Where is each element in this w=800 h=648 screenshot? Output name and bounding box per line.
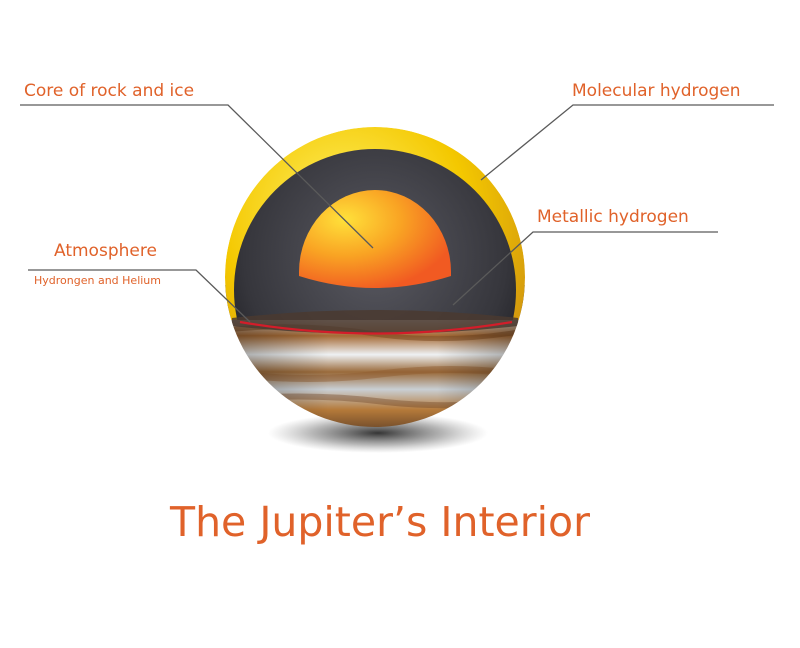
atmosphere-sublabel: Hydrongen and Helium: [34, 274, 161, 287]
atmosphere-label: Atmosphere: [54, 241, 157, 261]
metallic-leader-line: [452, 231, 718, 306]
core-of-rock-and-ice: [299, 190, 451, 288]
core-leader-line: [20, 104, 374, 249]
metallic-hydrogen-label: Metallic hydrogen: [537, 207, 689, 227]
diagram-title: The Jupiter’s Interior: [170, 498, 590, 546]
molecular-hydrogen-label: Molecular hydrogen: [572, 81, 741, 101]
leader-lines: [20, 104, 774, 323]
metallic-hydrogen-layer: [234, 149, 516, 320]
atmosphere-leader-line: [28, 269, 251, 323]
molecular-leader-line: [480, 104, 774, 181]
core-label: Core of rock and ice: [24, 81, 195, 101]
sphere-shadow: [268, 413, 488, 453]
cut-plane-edge: [232, 310, 518, 334]
jupiter-sphere: [225, 127, 525, 427]
